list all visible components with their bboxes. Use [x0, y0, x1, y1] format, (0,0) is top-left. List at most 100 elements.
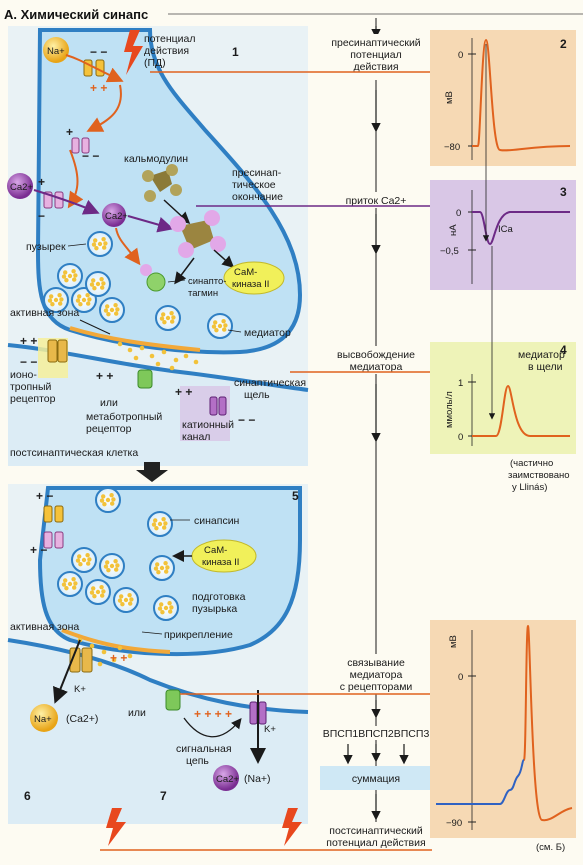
na-paren-bottom: (Na+)	[244, 773, 271, 785]
transmitter-granule	[71, 577, 76, 582]
panel-number-2: 2	[560, 37, 567, 51]
graph-5-tick-label-0: 0	[458, 672, 463, 683]
summation-label: суммация	[352, 773, 400, 785]
transmitter-granule	[100, 593, 105, 598]
ca-ion-bottom-label: Ca2+	[216, 774, 239, 785]
transmitter-granule	[113, 559, 118, 564]
transmitter-granule	[47, 298, 53, 303]
transmitter-granule	[59, 297, 64, 302]
transmitter-granule	[78, 302, 83, 307]
active-zone-stripe	[69, 326, 201, 352]
graph-4-curve	[472, 384, 570, 437]
graph-4-title-line1: медиатор	[518, 349, 565, 361]
bottom-charge-b: + −	[30, 543, 47, 557]
transmitter-granule	[103, 308, 109, 313]
transmitter-granule	[81, 557, 87, 563]
mediator-molecule	[117, 341, 123, 347]
bottom-charge-a: + −	[36, 489, 53, 503]
active-zone-stripe-bottom	[61, 628, 171, 654]
transmitter-granule	[91, 278, 96, 283]
panel-number-6: 6	[24, 789, 31, 803]
graph-4: 1 0 ммоль/л медиатор в щели 4	[430, 342, 576, 454]
transmitter-granule	[117, 598, 123, 603]
transmitter-granule	[153, 566, 159, 571]
transmitter-granule	[64, 586, 69, 591]
post-charge-a: + +	[20, 334, 37, 348]
cation-line1: катионный	[182, 419, 234, 431]
ap-line2: действия	[144, 45, 189, 57]
transmitter-granule	[211, 324, 217, 329]
camk-bottom-line2: киназа II	[202, 557, 239, 568]
transmitter-granule	[86, 301, 91, 306]
na-ca-paren: (Ca2+)	[66, 713, 98, 725]
transmitter-granule	[95, 589, 101, 595]
epsp-label: ВПСП1ВПСП2ВПСП3	[323, 728, 430, 740]
vesicle-prep-line1: подготовка	[192, 591, 246, 603]
transmitter-granule	[170, 319, 175, 324]
transmitter-granule	[111, 497, 116, 502]
mediator-molecule	[97, 661, 103, 667]
flow-step1-line2: потенциал	[350, 49, 401, 61]
ca-ion-label: Ca2+	[10, 182, 33, 193]
mediator-molecule	[117, 645, 123, 651]
panel-number-3: 3	[560, 185, 567, 199]
flow-step4-line3: с рецепторами	[340, 681, 413, 693]
transmitter-granule	[85, 293, 90, 298]
transmitter-granule	[161, 517, 166, 522]
postsynaptic-cell-label: постсинаптическая клетка	[10, 447, 138, 459]
transmitter-granule	[58, 301, 63, 306]
vesicle-prep-line2: пузырька	[192, 603, 237, 615]
transmitter-granule	[171, 315, 176, 320]
transmitter-granule	[105, 497, 111, 503]
metabotropic-receptor-bottom	[165, 689, 181, 711]
cation-channel-b	[218, 396, 227, 416]
ionotropic-line2: тропный	[10, 381, 52, 393]
transmitter-granule	[78, 562, 83, 567]
flow-step2: приток Ca2+	[346, 195, 407, 207]
transmitter-granule	[101, 237, 106, 242]
na-ion-label: Na+	[47, 46, 65, 57]
transmitter-granule	[110, 501, 115, 506]
camk-line1: СаМ-	[234, 267, 257, 278]
cation-channel-bottom-a	[249, 701, 258, 725]
ap-arrow-2	[67, 149, 84, 209]
k-label-right: K+	[264, 724, 276, 735]
camk-badge	[223, 261, 285, 295]
transmitter-granule	[160, 610, 165, 615]
metabotropic-line2: рецептор	[86, 423, 132, 435]
cation-line2: канал	[182, 431, 210, 443]
na-ion-top	[43, 37, 69, 63]
graph-3-unit: нА	[448, 224, 459, 236]
synaptotagmin-leader	[167, 279, 186, 283]
transmitter-granule	[73, 581, 78, 586]
transmitter-granule	[157, 521, 163, 527]
ap-arrow-1	[86, 84, 122, 132]
calmodulin-label: кальмодулин	[124, 153, 188, 165]
transmitter-granule	[81, 297, 87, 303]
transmitter-granule	[123, 597, 129, 603]
transmitter-granule	[223, 323, 228, 328]
ionotropic-receptor-b	[57, 339, 68, 363]
graph-3-curve-label: ICa	[498, 224, 514, 235]
transmitter-granule	[97, 241, 103, 247]
transmitter-granule	[62, 270, 68, 275]
signal-chain-arrow	[183, 717, 242, 738]
vesicles-bottom	[57, 487, 179, 621]
graph-4-title-line2: в щели	[528, 361, 563, 373]
graph-5-ap-curve	[523, 624, 573, 822]
calmodulin-arrow	[163, 199, 191, 225]
signal-chain-line2: цепь	[186, 755, 209, 767]
transmitter-granule	[61, 582, 67, 587]
ca-to-synaptotagmin-arrow	[115, 227, 141, 266]
transmitter-granule	[77, 554, 82, 559]
transmitter-granule	[129, 597, 134, 602]
post-charge-d: + +	[175, 385, 192, 399]
transmitter-granule	[153, 518, 158, 523]
transmitter-granule	[128, 601, 133, 606]
transmitter-granule	[157, 606, 163, 611]
transmitter-granule	[105, 304, 110, 309]
k-channel-bottom-b	[54, 531, 64, 549]
postsynaptic-cell	[8, 345, 308, 466]
transmitter-granule	[165, 315, 171, 321]
